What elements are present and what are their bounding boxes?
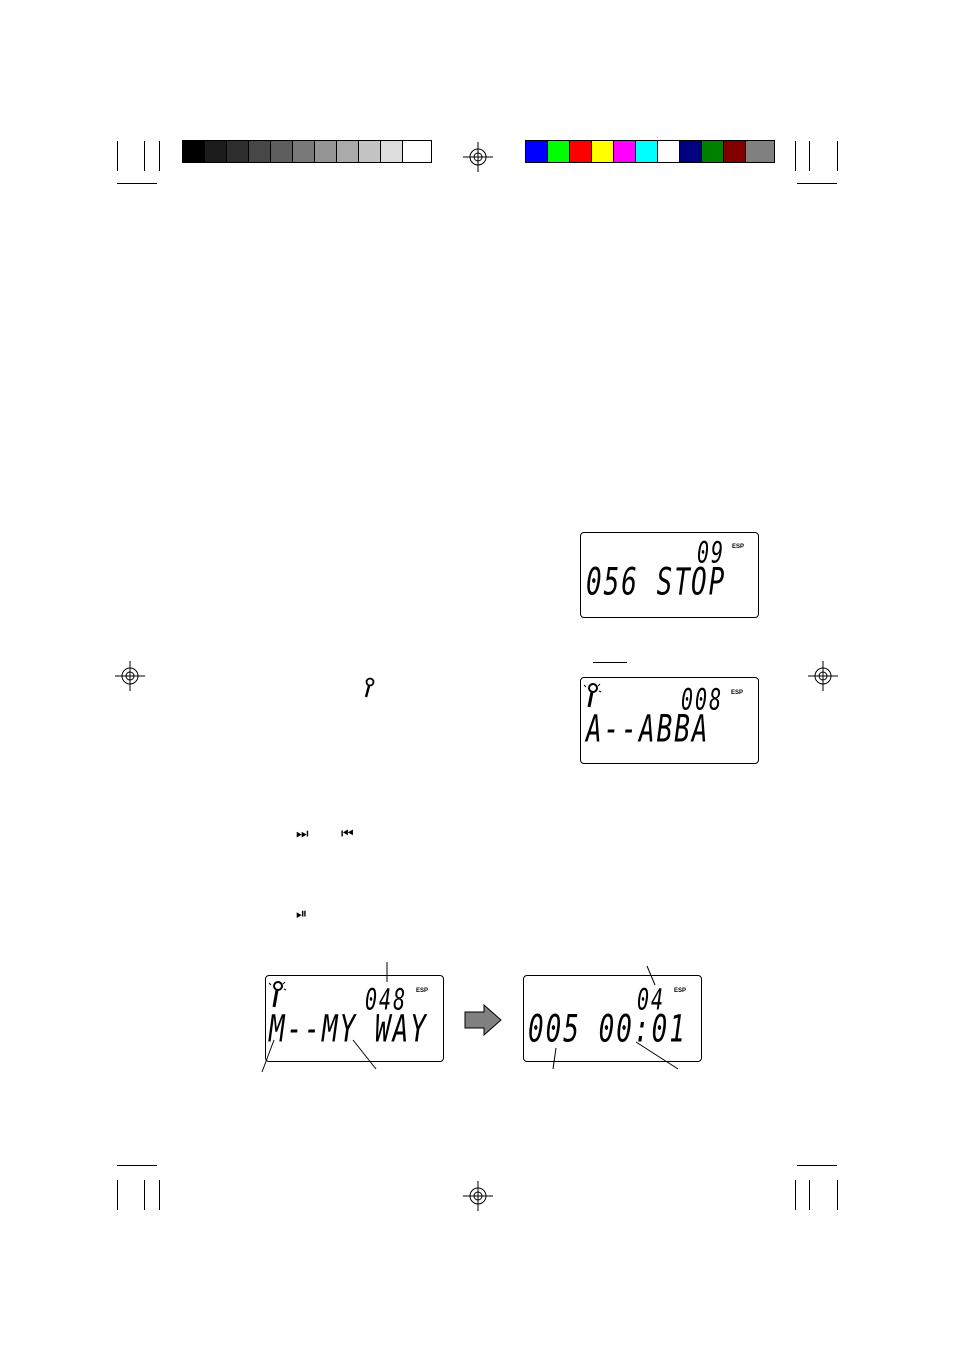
play-pause-icon: ⏯ [296,906,308,922]
main-readout: 005 00:01 [528,1008,687,1052]
track-number: 04 [637,982,666,1017]
gray-swatch [381,141,403,162]
gray-swatch [315,141,337,162]
color-swatch [680,141,702,162]
registration-target-icon [115,661,145,691]
main-readout: 056 ST [586,561,692,605]
gray-swatch [249,141,271,162]
registration-target-icon [808,661,838,691]
color-swatch [746,141,774,162]
track-number: 048 [365,982,408,1017]
color-swatch [570,141,592,162]
skip-previous-icon: ⏮ [341,826,354,842]
gray-swatch [205,141,227,162]
color-swatch [614,141,636,162]
color-swatch [702,141,724,162]
main-readout: M--MY WAY [269,1008,428,1052]
lcd-display-stop: 09 ESP 056 ST OP [580,532,759,618]
right-arrow-icon [464,1004,502,1036]
gray-swatch [183,141,205,162]
gray-swatch [403,141,431,162]
color-swatch [658,141,680,162]
esp-badge: ESP [416,988,429,994]
lcd-display-myway: 048 ESP M--MY WAY [265,975,444,1062]
color-swatch [548,141,570,162]
gray-swatch [227,141,249,162]
track-number: 008 [681,682,724,717]
esp-badge: ESP [674,988,687,994]
esp-badge: ESP [731,690,744,696]
overline-mark [593,662,627,663]
main-readout: A--ABBA [586,708,710,752]
color-swatch [636,141,658,162]
gray-swatch [359,141,381,162]
esp-badge: ESP [732,544,745,550]
registration-target-icon [463,142,493,172]
microphone-icon [364,677,375,698]
gray-swatch [293,141,315,162]
lcd-display-time: 04 ESP 005 00:01 [523,975,702,1062]
main-readout-2: OP [691,561,727,605]
color-swatch [724,141,746,162]
gray-swatch [271,141,293,162]
gray-swatch [337,141,359,162]
microphone-icon [583,683,602,708]
color-swatch [526,141,548,162]
color-swatch [592,141,614,162]
lcd-display-abba: 008 ESP A--ABBA [580,677,759,764]
registration-target-icon [463,1181,493,1211]
color-calibration-bar [525,140,775,163]
grayscale-calibration-bar [182,140,432,163]
skip-next-icon: ⏭ [296,826,309,842]
track-number: 09 [697,535,726,570]
microphone-icon [268,981,287,1008]
